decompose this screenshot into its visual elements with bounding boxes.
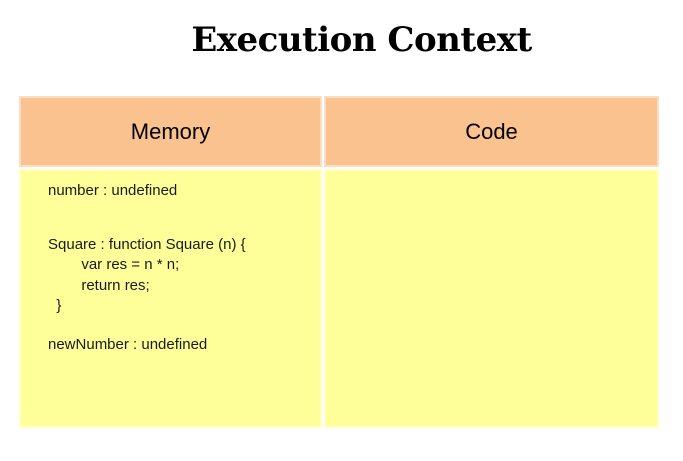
code-column-header: Code: [324, 96, 659, 167]
title-area: Execution Context: [0, 20, 683, 61]
page-title: Execution Context: [191, 20, 532, 60]
execution-context-table: Memory Code number : undefined Square : …: [19, 96, 659, 428]
code-cell: [324, 169, 659, 428]
memory-var-newnumber: newNumber : undefined: [48, 335, 208, 353]
memory-cell: number : undefined Square : function Squ…: [19, 169, 322, 428]
memory-function-square: Square : function Square (n) { var res =…: [48, 235, 246, 315]
memory-column-header: Memory: [19, 96, 322, 167]
memory-var-number: number : undefined: [48, 182, 178, 199]
